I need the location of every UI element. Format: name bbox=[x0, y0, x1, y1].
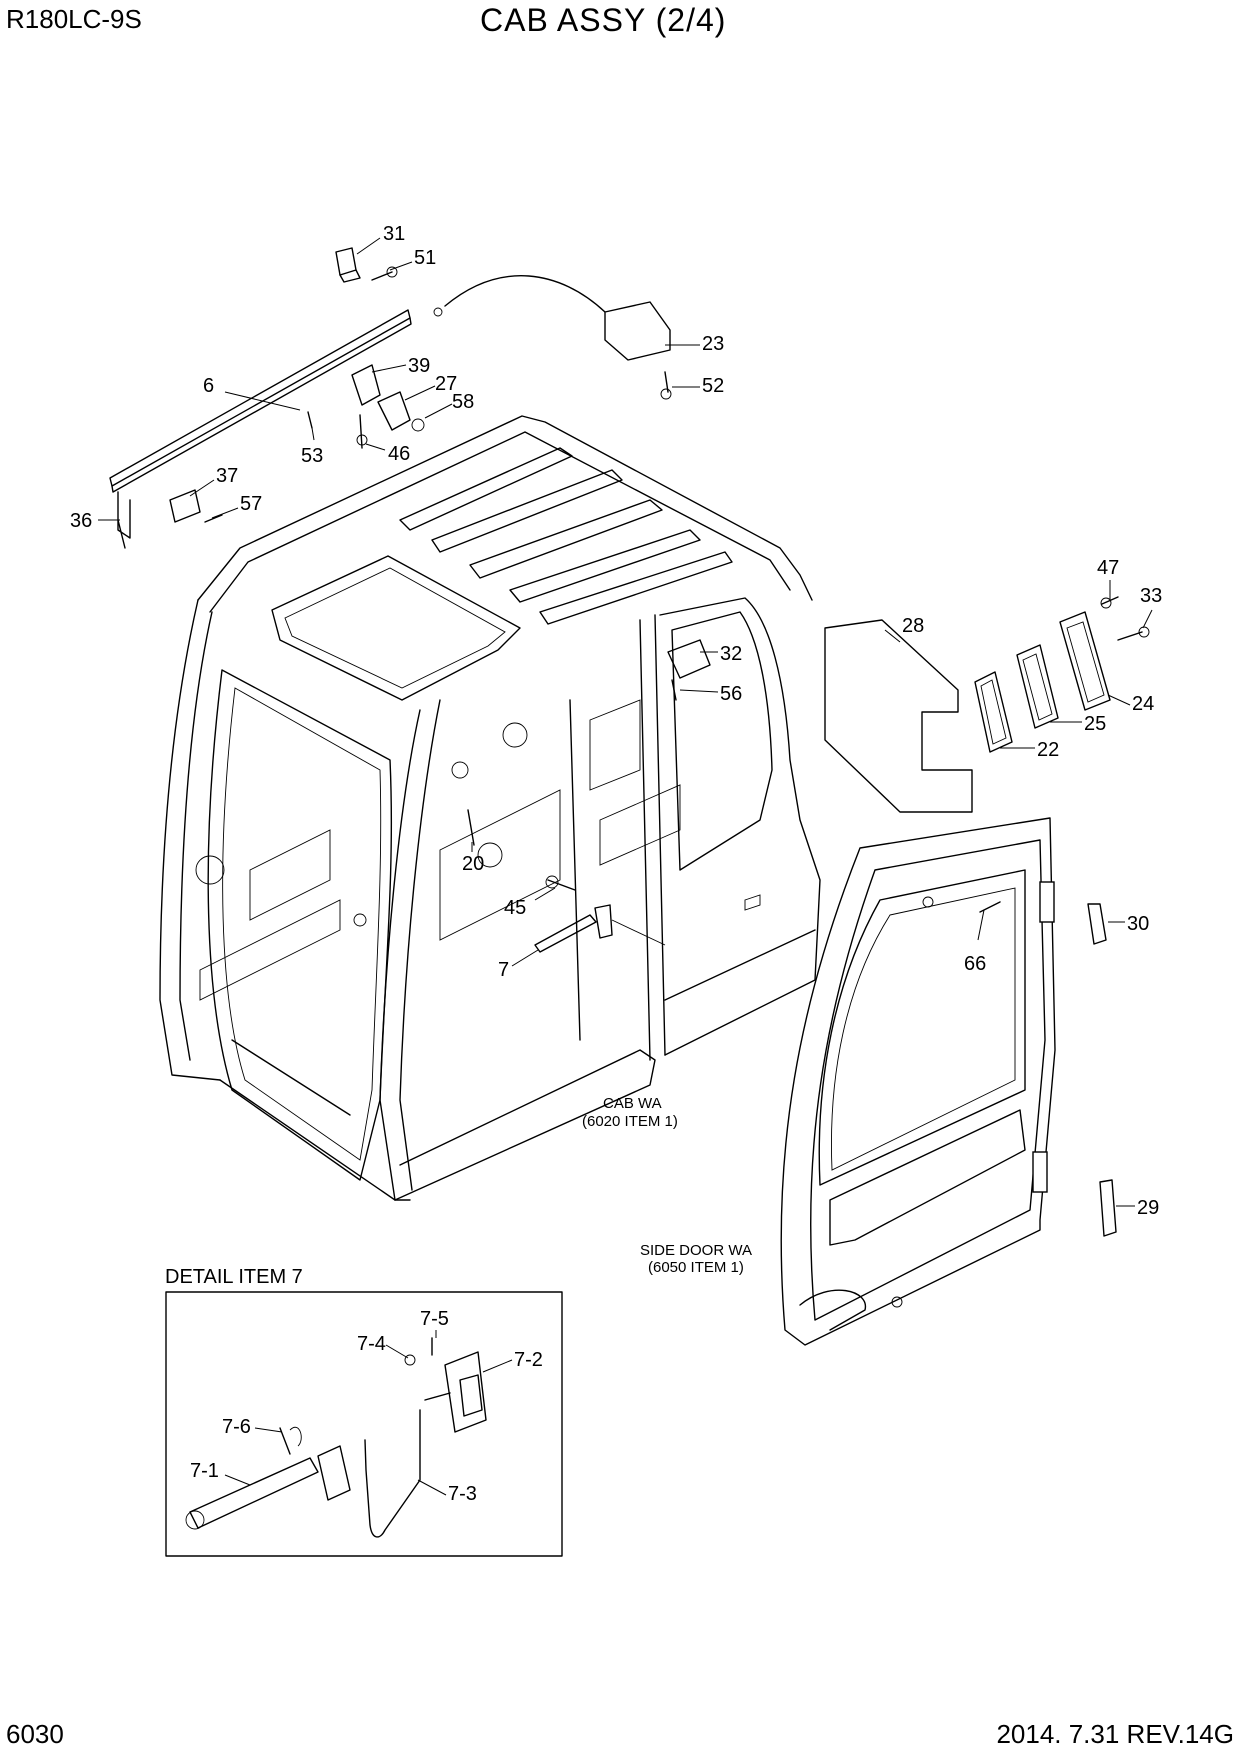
model-number: R180LC-9S bbox=[6, 4, 142, 34]
callout-53: 53 bbox=[301, 445, 323, 467]
callout-36: 36 bbox=[70, 510, 92, 532]
revision-date: 2014. 7.31 REV.14G bbox=[996, 1719, 1234, 1749]
part-39-bracket bbox=[351, 364, 381, 406]
part-36-hook bbox=[117, 519, 126, 549]
callout-7: 7 bbox=[498, 959, 509, 981]
callout-51: 51 bbox=[414, 247, 436, 269]
part-53-bolt bbox=[307, 411, 313, 429]
callout-24: 24 bbox=[1132, 693, 1154, 715]
callout-57: 57 bbox=[240, 493, 262, 515]
part-33-bolt bbox=[1117, 626, 1150, 641]
callout-7-1: 7-1 bbox=[190, 1460, 219, 1482]
note-cab-wa: CAB WA bbox=[603, 1095, 662, 1112]
part-57-bolt bbox=[204, 514, 223, 523]
part-32-bracket bbox=[667, 639, 711, 679]
callout-23: 23 bbox=[702, 333, 724, 355]
part-31-bracket bbox=[335, 247, 361, 283]
callout-25: 25 bbox=[1084, 713, 1106, 735]
callout-52: 52 bbox=[702, 375, 724, 397]
part-66-screw bbox=[979, 901, 1001, 913]
part-46-bolt bbox=[356, 414, 368, 449]
cab-frame bbox=[159, 415, 821, 1201]
callout-7-5: 7-5 bbox=[420, 1308, 449, 1330]
note-door-ref: (6050 ITEM 1) bbox=[648, 1259, 744, 1276]
callout-22: 22 bbox=[1037, 739, 1059, 761]
note-door-wa: SIDE DOOR WA bbox=[640, 1242, 752, 1259]
callout-56: 56 bbox=[720, 683, 742, 705]
part-29-cap bbox=[1099, 1179, 1117, 1237]
callout-46: 46 bbox=[388, 443, 410, 465]
part-28-pad bbox=[824, 619, 973, 813]
callout-33: 33 bbox=[1140, 585, 1162, 607]
part-27-plate bbox=[377, 391, 411, 431]
part-23-switch bbox=[433, 275, 671, 361]
callout-27: 27 bbox=[435, 373, 457, 395]
callout-6: 6 bbox=[203, 375, 214, 397]
callout-7-3: 7-3 bbox=[448, 1483, 477, 1505]
part-30-cap bbox=[1087, 903, 1107, 945]
part-56-bolt bbox=[671, 679, 677, 701]
part-24-vent bbox=[1059, 611, 1111, 711]
callout-20: 20 bbox=[462, 853, 484, 875]
page-number: 6030 bbox=[6, 1719, 64, 1749]
callout-45: 45 bbox=[504, 897, 526, 919]
side-door bbox=[780, 817, 1056, 1346]
part-22-gasket bbox=[974, 671, 1013, 753]
callout-29: 29 bbox=[1137, 1197, 1159, 1219]
assembly-notes: CAB WA (6020 ITEM 1) SIDE DOOR WA (6050 … bbox=[582, 1095, 752, 1276]
detail-item-7: DETAIL ITEM 7 7-5 7-4 7-2 7-6 7-1 7-3 bbox=[165, 1266, 563, 1557]
part-6-rail bbox=[109, 309, 412, 539]
callout-7-2: 7-2 bbox=[514, 1349, 543, 1371]
callout-30: 30 bbox=[1127, 913, 1149, 935]
part-51-bolt bbox=[371, 266, 398, 281]
part-58-nut bbox=[411, 418, 425, 432]
callout-47: 47 bbox=[1097, 557, 1119, 579]
callout-7-6: 7-6 bbox=[222, 1416, 251, 1438]
page-title: CAB ASSY (2/4) bbox=[480, 2, 727, 38]
callout-31: 31 bbox=[383, 223, 405, 245]
part-25-frame bbox=[1016, 644, 1059, 729]
callout-7-4: 7-4 bbox=[357, 1333, 386, 1355]
note-cab-ref: (6020 ITEM 1) bbox=[582, 1113, 678, 1130]
part-20-bolt bbox=[467, 809, 475, 846]
callout-37: 37 bbox=[216, 465, 238, 487]
callout-28: 28 bbox=[902, 615, 924, 637]
detail-title: DETAIL ITEM 7 bbox=[165, 1266, 303, 1288]
callout-32: 32 bbox=[720, 643, 742, 665]
part-52-bolt bbox=[660, 371, 672, 400]
callout-39: 39 bbox=[408, 355, 430, 377]
part-7-lever bbox=[534, 904, 666, 953]
part-47-bolt bbox=[1100, 596, 1119, 609]
callout-66: 66 bbox=[964, 953, 986, 975]
part-37-bracket bbox=[169, 489, 201, 523]
callout-58: 58 bbox=[452, 391, 474, 413]
part-45-bolt bbox=[545, 875, 576, 891]
callouts: 31 51 23 52 6 39 27 58 53 46 37 57 36 32… bbox=[70, 223, 1162, 1219]
